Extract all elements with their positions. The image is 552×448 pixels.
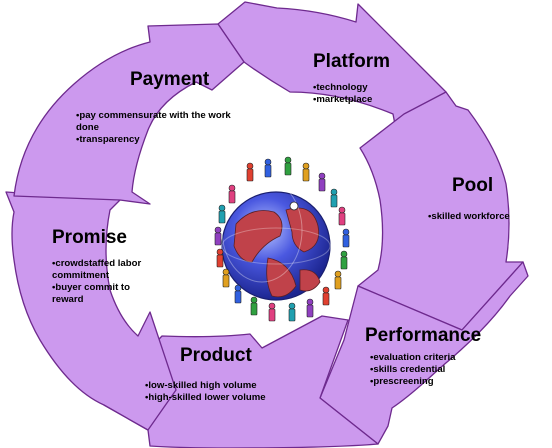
platform-title: Platform: [313, 51, 391, 72]
platform-bullets: technology marketplace: [313, 82, 423, 106]
promise-bullet-1: crowdstaffed labor commitment: [52, 258, 162, 282]
performance-bullet-3: prescreening: [370, 376, 500, 388]
product-bullet-1: low-skilled high volume: [145, 380, 315, 392]
product-bullets: low-skilled high volume high-skilled low…: [145, 380, 315, 404]
performance-bullets: evaluation criteria skills credential pr…: [370, 352, 500, 388]
platform-bullet-2: marketplace: [313, 94, 423, 106]
performance-bullet-2: skills credential: [370, 364, 500, 376]
product-bullet-2: high-skilled lower volume: [145, 392, 315, 404]
promise-bullet-2: buyer commit to reward: [52, 282, 162, 306]
product-title: Product: [180, 345, 252, 366]
pool-bullets: skilled workforce: [428, 211, 528, 223]
performance-title: Performance: [365, 325, 482, 346]
pool-title: Pool: [452, 175, 494, 196]
pool-bullet-1: skilled workforce: [428, 211, 528, 223]
performance-bullet-1: evaluation criteria: [370, 352, 500, 364]
payment-title: Payment: [130, 69, 210, 90]
payment-bullets: pay commensurate with the work done tran…: [76, 110, 244, 146]
platform-bullet-1: technology: [313, 82, 423, 94]
payment-bullet-1: pay commensurate with the work done: [76, 110, 244, 134]
payment-bullet-2: transparency: [76, 134, 244, 146]
promise-bullets: crowdstaffed labor commitment buyer comm…: [52, 258, 162, 306]
promise-title: Promise: [52, 227, 127, 248]
globe-with-people-icon: [214, 156, 350, 322]
